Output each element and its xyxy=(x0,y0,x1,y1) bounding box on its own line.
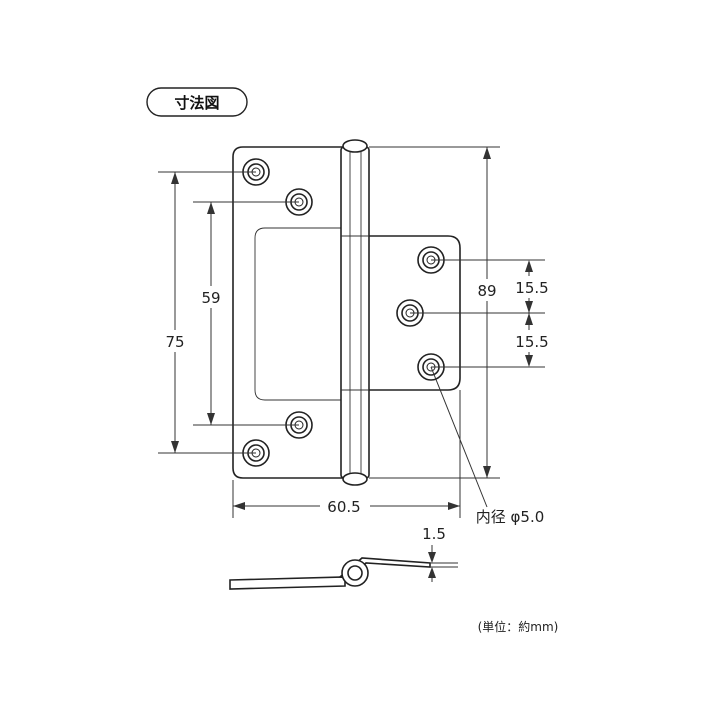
dimension-width: 60.5 xyxy=(232,390,461,518)
dimension-label-89: 89 xyxy=(477,282,496,300)
dimension-thickness: 1.5 xyxy=(422,525,458,582)
title-badge-label: 寸法図 xyxy=(174,94,219,112)
dimension-label-leaf-lower: 15.5 xyxy=(515,333,548,351)
hole-inner-top xyxy=(285,188,313,216)
dimension-label-75: 75 xyxy=(165,333,184,351)
dimension-hole-diameter: 内径 φ5.0 xyxy=(430,366,545,526)
unit-note: (単位：約mm) xyxy=(478,619,559,634)
dimension-label-hole-diameter: 内径 φ5.0 xyxy=(476,508,545,526)
dimension-label-59: 59 xyxy=(201,289,220,307)
dimension-label-leaf-upper: 15.5 xyxy=(515,279,548,297)
dimension-outer-pitch: 75 xyxy=(158,171,256,454)
dimension-inner-pitch: 59 xyxy=(193,201,299,426)
hinge-knuckle xyxy=(340,139,370,486)
dimension-leaf-pitch: 15.5 15.5 xyxy=(410,259,554,368)
dimension-label-1-5: 1.5 xyxy=(422,525,446,543)
side-view-profile xyxy=(229,557,431,590)
title-badge: 寸法図 xyxy=(146,87,248,117)
left-leaf xyxy=(232,146,346,479)
dimension-label-60-5: 60.5 xyxy=(327,498,360,516)
